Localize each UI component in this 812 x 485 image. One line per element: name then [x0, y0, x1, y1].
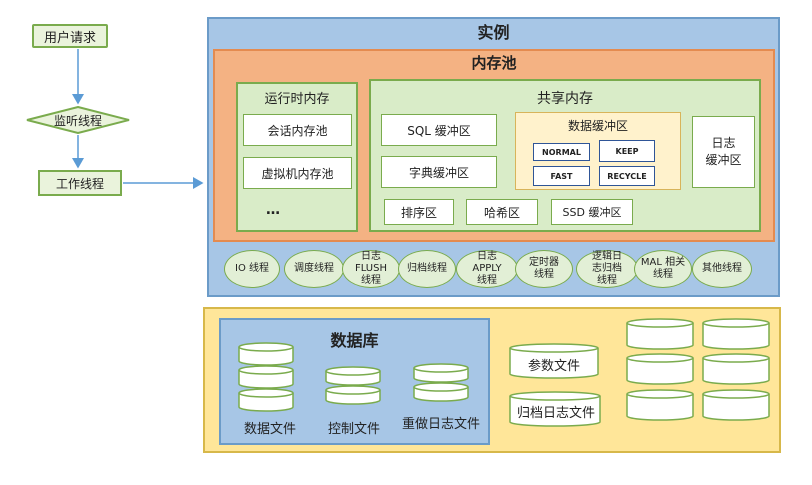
thread-0: IO 线程: [224, 250, 280, 288]
thread-label-line3: 线程: [360, 275, 381, 286]
session-memory-pool: 会话内存池: [243, 114, 352, 146]
thread-label: 归档线程: [407, 263, 447, 275]
thread-label-line1: 定时器: [529, 257, 559, 268]
thread-label-line1: 其他线程: [702, 263, 742, 274]
redo-log-files-label: 重做日志文件: [401, 416, 480, 432]
storage-cylinder: [626, 389, 694, 421]
thread-label-line1: 日志: [476, 251, 497, 262]
user-request-box: 用户请求: [32, 24, 108, 48]
control-files-label: 控制文件: [327, 421, 380, 437]
listener-thread-label: 监听线程: [53, 113, 102, 128]
thread-label-line3: 线程: [476, 275, 497, 286]
data-cache-fast: FAST: [533, 166, 590, 186]
redo-file-cylinder: [413, 363, 469, 383]
thread-label-line1: 调度线程: [294, 263, 334, 274]
shared-memory-title: 共享内存: [537, 91, 593, 107]
log-cache-label-2: 缓冲区: [705, 153, 742, 167]
log-cache-label-1: 日志: [711, 136, 736, 150]
data-file-cylinder: [238, 342, 294, 366]
thread-label-line1: 日志: [360, 251, 381, 262]
thread-3: 归档线程: [398, 250, 456, 288]
thread-1: 调度线程: [284, 250, 344, 288]
storage-cylinder: [626, 318, 694, 350]
thread-label-line2: APPLY: [472, 263, 502, 274]
log-cache-box: 日志 缓冲区: [692, 116, 755, 188]
thread-label: 逻辑日志归档线程: [592, 251, 622, 287]
thread-label-line2: FLUSH: [354, 263, 387, 274]
storage-cylinder: [702, 353, 770, 385]
control-file-cylinder: [325, 366, 381, 386]
data-cache-title: 数据缓冲区: [567, 118, 628, 133]
storage-cylinder: [702, 318, 770, 350]
thread-7: MAL 相关线程: [634, 250, 692, 288]
memory-pool-title: 内存池: [471, 53, 517, 72]
redo-file-cylinder: [413, 382, 469, 402]
thread-label-line2: 线程: [534, 269, 554, 280]
parameter-file-cylinder: [509, 343, 599, 379]
parameter-file-label: 参数文件: [527, 358, 580, 374]
thread-8: 其他线程: [692, 250, 752, 288]
database-title: 数据库: [330, 331, 379, 350]
thread-label-line2: 志归档: [592, 263, 622, 274]
sql-cache-box: SQL 缓冲区: [381, 114, 497, 146]
thread-label: 调度线程: [294, 263, 334, 275]
thread-label: 其他线程: [702, 263, 742, 275]
worker-thread-label: 工作线程: [55, 176, 104, 191]
data-file-cylinder: [238, 365, 294, 389]
diamond-shape: [26, 106, 130, 134]
thread-label-line2: 线程: [653, 269, 673, 280]
storage-cylinder: [702, 389, 770, 421]
thread-label-line1: 归档线程: [407, 263, 447, 274]
control-file-cylinder: [325, 385, 381, 405]
archive-log-files-label: 归档日志文件: [516, 405, 595, 421]
instance-title: 实例: [477, 23, 510, 42]
hash-area-box: 哈希区: [466, 199, 538, 225]
runtime-more: …: [266, 202, 280, 218]
thread-label-line1: 逻辑日: [592, 251, 622, 262]
data-cache-normal: NORMAL: [533, 143, 590, 161]
thread-label: IO 线程: [235, 263, 269, 275]
thread-label-line3: 线程: [597, 275, 617, 286]
thread-5: 定时器线程: [515, 250, 573, 288]
thread-label-line1: IO 线程: [235, 263, 269, 274]
ssd-cache-box: SSD 缓冲区: [551, 199, 633, 225]
data-files-label: 数据文件: [243, 421, 296, 437]
sort-area-box: 排序区: [384, 199, 454, 225]
data-cache-keep: KEEP: [599, 140, 655, 162]
archive-file-cylinder: [509, 391, 601, 427]
thread-label: 定时器线程: [529, 257, 559, 281]
storage-cylinder: [626, 353, 694, 385]
runtime-memory-title: 运行时内存: [264, 91, 330, 107]
data-file-cylinder: [238, 388, 294, 412]
thread-label: MAL 相关线程: [641, 257, 685, 281]
thread-label-line1: MAL 相关: [640, 257, 686, 268]
data-cache-recycle: RECYCLE: [599, 166, 655, 186]
user-request-label: 用户请求: [43, 30, 96, 46]
vm-memory-pool: 虚拟机内存池: [243, 157, 352, 189]
worker-thread-box: 工作线程: [38, 170, 122, 196]
dictionary-cache-box: 字典缓冲区: [381, 156, 497, 188]
listener-thread-diamond: 监听线程: [26, 106, 130, 134]
